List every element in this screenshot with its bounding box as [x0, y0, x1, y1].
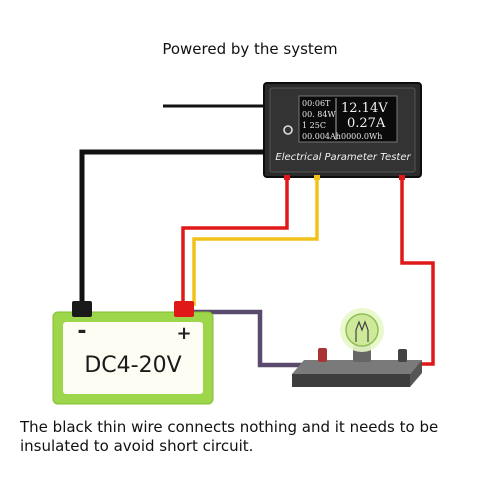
battery-negative-terminal	[72, 301, 92, 317]
meter-reading-temp: 1 25C	[302, 121, 326, 130]
meter-current: 0.27A	[347, 116, 386, 131]
battery-label: DC4-20V	[84, 353, 181, 378]
lamp-terminal-right	[398, 349, 407, 362]
meter-reading-power: 00. 84W	[302, 110, 336, 119]
top-caption: Powered by the system	[162, 40, 338, 58]
red-load-wire	[400, 178, 435, 366]
red-positive-wire	[181, 178, 289, 306]
meter: 00:06T 00. 84W 1 25C 00.004Ah 12.14V 0.2…	[263, 82, 422, 180]
battery-positive-terminal	[174, 301, 194, 317]
meter-screen	[298, 95, 398, 143]
meter-reading-capacity: 00.004Ah	[302, 132, 341, 141]
meter-reading-time: 00:06T	[302, 99, 331, 108]
meter-voltage: 12.14V	[341, 101, 388, 116]
black-negative-wire	[79, 149, 265, 306]
meter-button[interactable]	[283, 125, 293, 135]
battery-negative-sign: -	[77, 319, 86, 344]
battery-positive-sign: +	[176, 323, 191, 344]
lamp-base-side	[410, 360, 422, 387]
battery: - + DC4-20V	[52, 301, 214, 405]
meter-terminal-red	[284, 175, 290, 180]
meter-terminal-yellow	[314, 175, 320, 180]
bulb-filament-icon	[355, 320, 369, 342]
lamp-terminal-left	[318, 348, 327, 362]
wires	[79, 104, 435, 368]
lamp-base-front	[292, 374, 410, 387]
battery-face	[63, 322, 203, 394]
meter-label: Electrical Parameter Tester	[275, 152, 411, 163]
lamp-assembly	[292, 308, 422, 387]
meter-energy: 0000.0Wh	[341, 132, 382, 141]
yellow-wire	[192, 178, 319, 306]
bottom-caption: The black thin wire connects nothing and…	[20, 418, 439, 455]
purple-load-wire	[185, 309, 318, 368]
lamp-base-top	[292, 360, 422, 374]
meter-terminal-red-load	[399, 175, 405, 180]
